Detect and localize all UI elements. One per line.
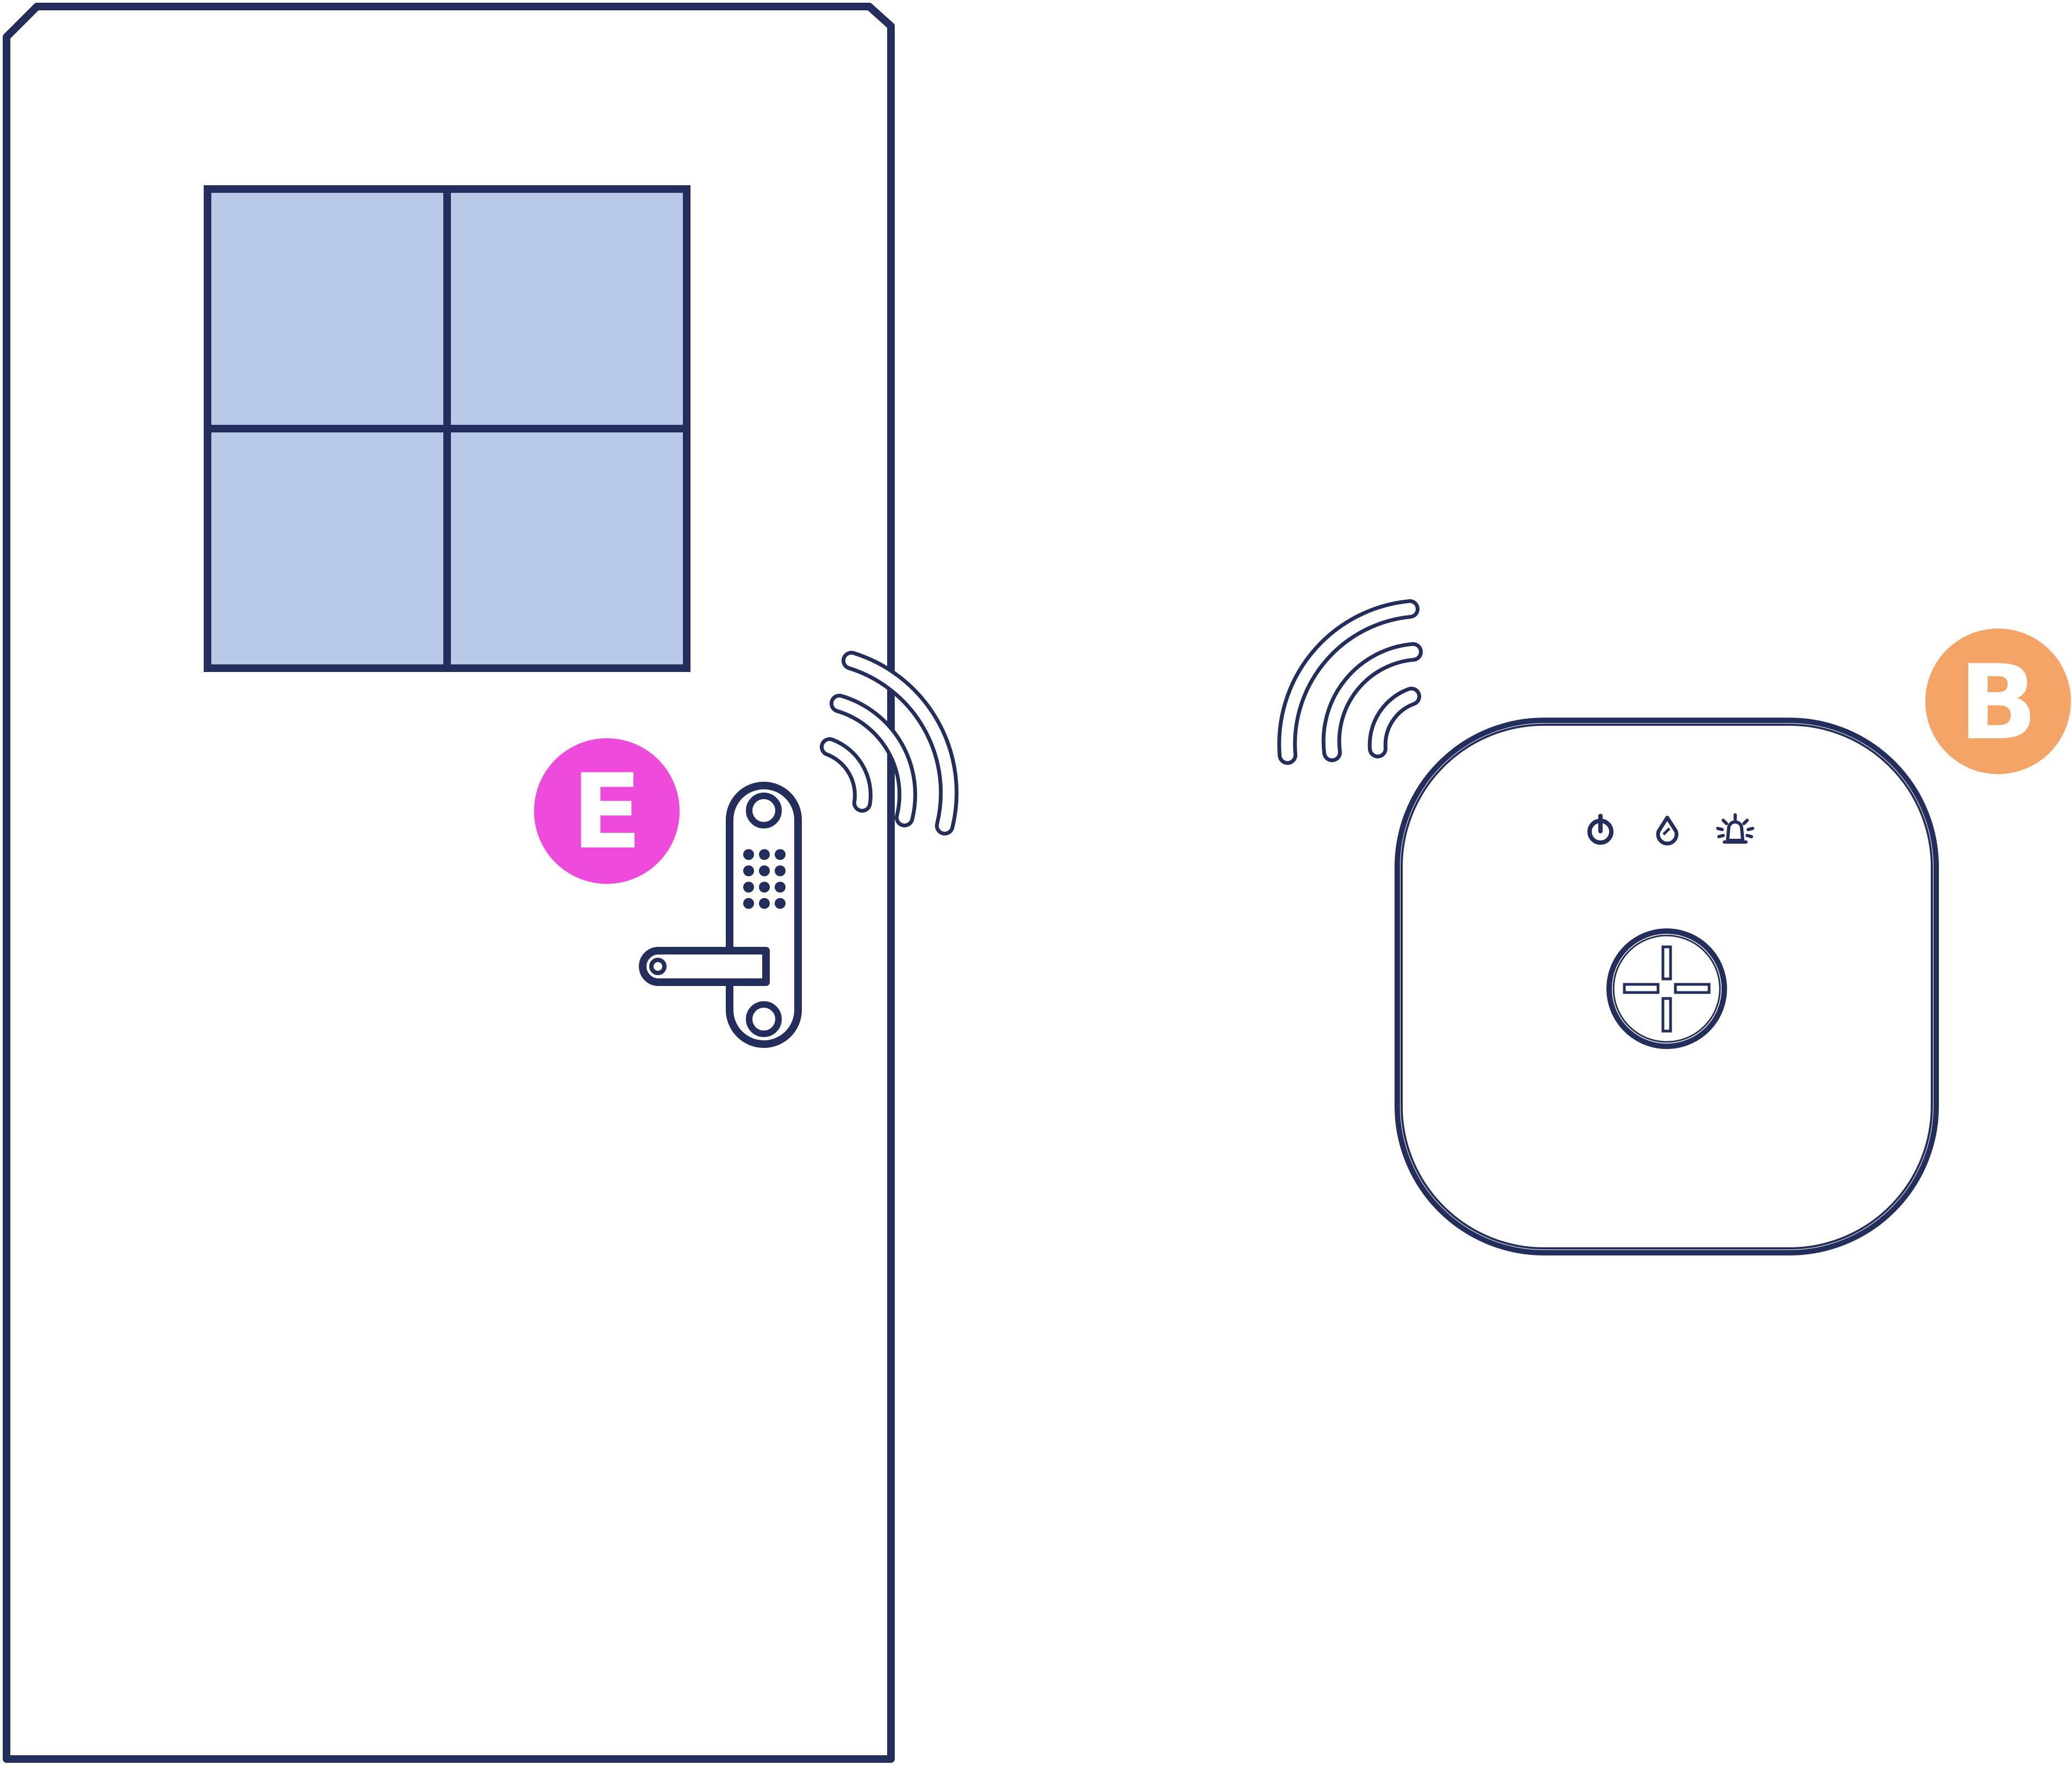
badge-b: B [1925, 629, 2071, 774]
plus-bar-bottom [1661, 997, 1672, 1033]
wireless-signal-icon [820, 651, 959, 836]
hub-signal-icon [1277, 599, 1423, 765]
lock-bottom-ring [746, 1001, 782, 1037]
smart-lock-icon [639, 782, 802, 1048]
power-icon [1587, 814, 1613, 845]
badge-e: E [534, 738, 680, 884]
window-pane-bottom-right [443, 425, 690, 672]
lock-top-ring [746, 793, 782, 828]
badge-e-circle [534, 738, 680, 884]
window-pane-top-right [443, 185, 690, 432]
hub-outline-inner [1401, 724, 1933, 1249]
handle-pivot [649, 958, 667, 975]
badge-e-letter: E [572, 752, 642, 872]
lock-handle [639, 947, 770, 986]
plus-bar-top [1661, 945, 1672, 981]
door: E [3, 3, 959, 1763]
badge-b-letter: B [1959, 643, 2038, 763]
plus-button-icon [1606, 928, 1727, 1049]
plus-button-inner [1612, 934, 1721, 1043]
plus-bar-left [1623, 983, 1660, 994]
badge-b-circle [1925, 629, 2071, 774]
window-pane-top-left [204, 185, 451, 432]
keypad [743, 849, 786, 909]
water-drop-icon [1656, 815, 1679, 846]
door-window [204, 185, 690, 672]
plus-bar-right [1674, 983, 1711, 994]
plus-button-outer [1606, 928, 1727, 1049]
window-pane-bottom-left [204, 425, 451, 672]
alarm-bell-icon [1716, 813, 1754, 844]
smart-hub-icon [1277, 599, 1939, 1267]
